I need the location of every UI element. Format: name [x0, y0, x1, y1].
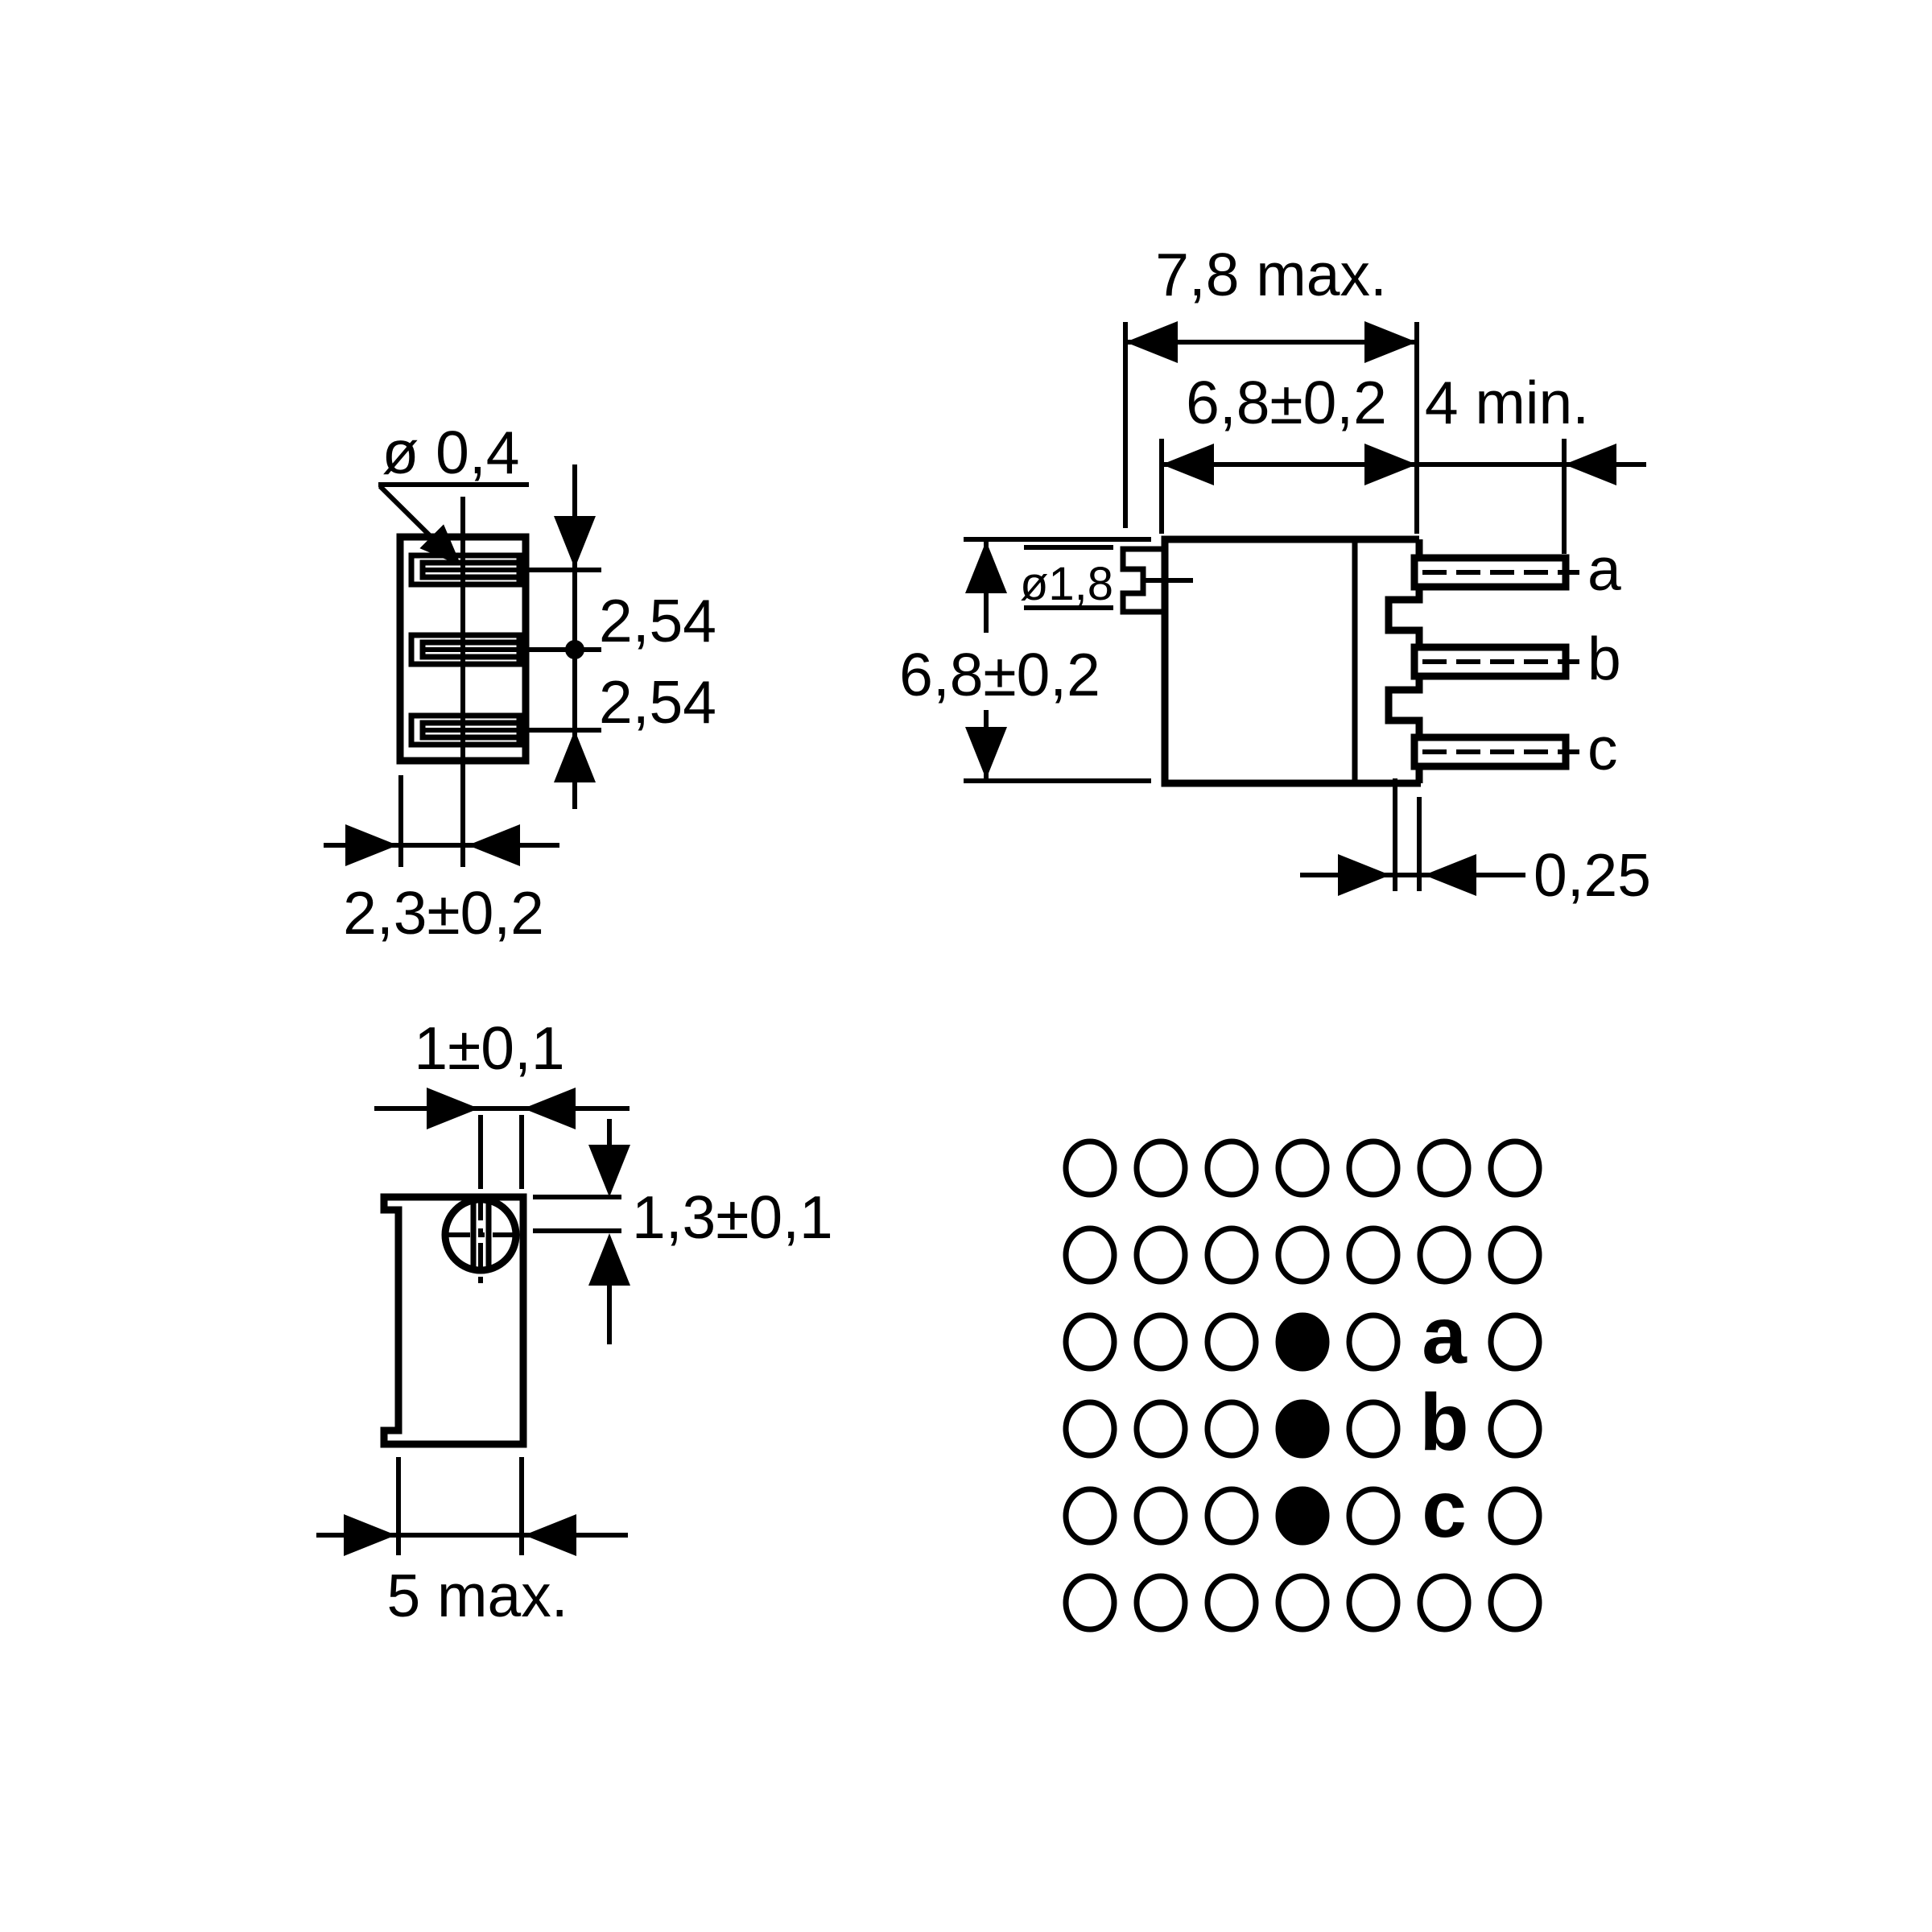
pcb-hole [1204, 1225, 1259, 1285]
screw-centerlines [444, 1195, 517, 1288]
label-pin-b: b [1587, 625, 1621, 692]
pcb-hole [1063, 1138, 1117, 1198]
pcb-pin-label-a: a [1422, 1290, 1468, 1381]
pcb-hole-filled [1275, 1312, 1330, 1372]
leader-arrowhead-icon [419, 524, 461, 566]
pcb-hole [1133, 1312, 1188, 1372]
arrowhead-right-icon [345, 824, 398, 866]
pcb-hole [1346, 1486, 1401, 1546]
pin-dashed-centerlines [1422, 570, 1579, 754]
pcb-hole [1204, 1486, 1259, 1546]
pcb-hole-filled [1275, 1399, 1330, 1459]
arrowhead-right-icon [1364, 321, 1417, 363]
label-pin-c: c [1587, 715, 1618, 782]
pcb-hole [1133, 1486, 1188, 1546]
label-pin-thickness: 0,25 [1534, 841, 1651, 909]
label-hole-diameter: ø 0,4 [382, 419, 520, 486]
pcb-hole-grid: abc [1063, 1138, 1542, 1633]
label-pitch-upper: 2,54 [599, 587, 716, 654]
label-body-height: 6,8±0,2 [899, 641, 1100, 708]
pcb-hole [1275, 1225, 1330, 1285]
pcb-hole [1488, 1225, 1542, 1285]
label-row-offset: 2,3±0,2 [343, 879, 544, 947]
pcb-hole [1488, 1573, 1542, 1633]
pcb-hole [1417, 1573, 1472, 1633]
label-overall-depth: 7,8 max. [1155, 241, 1387, 308]
arrowhead-left-icon [468, 824, 520, 866]
pcb-hole [1063, 1573, 1117, 1633]
pcb-hole [1488, 1138, 1542, 1198]
label-screw-center-offset: 1,3±0,1 [632, 1183, 833, 1251]
arrowhead-down-icon [554, 516, 596, 568]
pcb-hole [1346, 1225, 1401, 1285]
pcb-hole [1346, 1399, 1401, 1459]
pcb-pin-label-c: c [1422, 1464, 1467, 1554]
pcb-hole [1063, 1312, 1117, 1372]
dimension-node-dot [565, 640, 584, 659]
arrowhead-left-icon [1564, 444, 1616, 485]
pcb-hole [1133, 1138, 1188, 1198]
pcb-hole [1063, 1225, 1117, 1285]
pcb-hole [1488, 1312, 1542, 1372]
screw-offset-extension-lines [478, 1115, 524, 1189]
label-pin-length: 4 min. [1425, 369, 1589, 436]
label-screw-diameter: ø1,8 [1020, 558, 1113, 610]
arrowhead-right-icon [1364, 444, 1417, 485]
side-body-outline [1161, 535, 1421, 787]
pcb-hole [1417, 1138, 1472, 1198]
front-view: ø 0,4 2,54 2,54 2,3±0,2 [324, 419, 716, 947]
arrowhead-up-icon [554, 730, 596, 782]
arrowhead-left-icon [523, 1088, 576, 1129]
pcb-hole [1133, 1225, 1188, 1285]
arrowhead-left-icon [1162, 444, 1214, 485]
arrowhead-up-icon [965, 541, 1007, 593]
arrowhead-right-icon [344, 1514, 396, 1556]
pcb-hole [1417, 1225, 1472, 1285]
side-view: a b c ø1,8 6,8±0,2 7,8 max. 6,8±0,2 4 mi… [899, 241, 1651, 909]
arrowhead-down-icon [965, 727, 1007, 779]
arrowhead-left-icon [524, 1514, 576, 1556]
arrowhead-left-icon [1125, 321, 1178, 363]
pcb-hole [1133, 1399, 1188, 1459]
screw-slot-lines [470, 1201, 492, 1269]
label-pitch-lower: 2,54 [599, 668, 716, 736]
pcb-hole [1063, 1486, 1117, 1546]
pcb-hole-filled [1275, 1486, 1330, 1546]
arrowhead-down-icon [588, 1145, 630, 1197]
bottom-body-outline [380, 1193, 527, 1448]
pcb-hole [1346, 1312, 1401, 1372]
pcb-hole [1488, 1399, 1542, 1459]
pcb-pin-label-b: b [1419, 1377, 1468, 1468]
label-body-depth: 6,8±0,2 [1186, 369, 1387, 436]
arrowhead-right-icon [427, 1088, 479, 1129]
arrowhead-right-icon [1338, 854, 1390, 896]
pcb-hole [1488, 1486, 1542, 1546]
pcb-hole [1063, 1399, 1117, 1459]
pcb-hole [1275, 1573, 1330, 1633]
top-extension-lines [1123, 322, 1567, 554]
pcb-hole [1204, 1573, 1259, 1633]
bottom-view: 1±0,1 1,3±0,1 5 max. [316, 1014, 833, 1629]
label-body-width-max: 5 max. [386, 1562, 568, 1629]
width-extension-lines [396, 1457, 524, 1555]
arrowhead-up-icon [588, 1233, 630, 1286]
pcb-hole [1346, 1573, 1401, 1633]
label-pin-a: a [1587, 535, 1621, 603]
arrowhead-left-icon [1424, 854, 1476, 896]
pcb-hole [1204, 1399, 1259, 1459]
screw-center-extension-lines [533, 1195, 621, 1233]
screw-dia-extension-lines [1024, 545, 1113, 610]
height-extension-lines [964, 537, 1151, 783]
label-screw-to-face: 1±0,1 [414, 1014, 564, 1082]
pcb-hole [1133, 1573, 1188, 1633]
pcb-hole [1346, 1138, 1401, 1198]
pcb-hole [1204, 1138, 1259, 1198]
pcb-hole [1204, 1312, 1259, 1372]
pcb-hole [1275, 1138, 1330, 1198]
